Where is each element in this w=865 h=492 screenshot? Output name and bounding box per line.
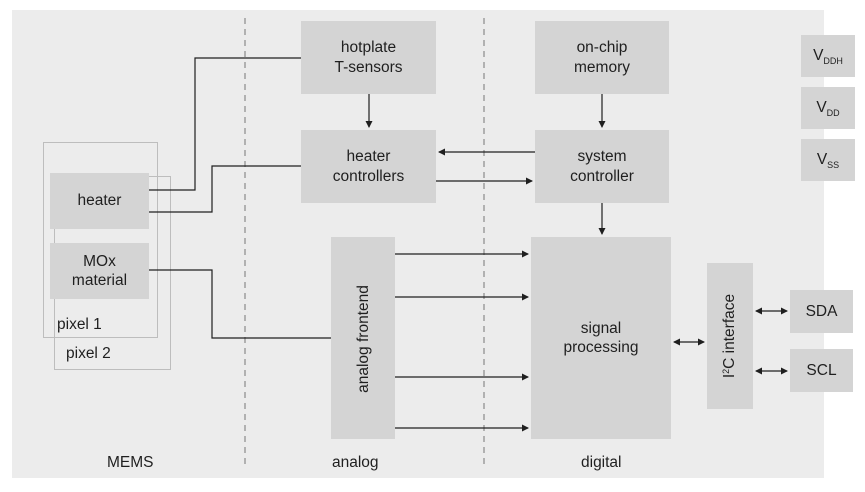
heater-block: heater xyxy=(50,173,149,229)
signal-processing-block: signal processing xyxy=(531,237,671,439)
vddh-pin: VDDH xyxy=(801,35,855,77)
heater-label: heater xyxy=(77,192,122,210)
vddh-label: VDDH xyxy=(813,47,843,67)
section-label-digital: digital xyxy=(581,454,622,471)
vdd-pin: VDD xyxy=(801,87,855,129)
hotplate-sensors-block: hotplate T-sensors xyxy=(301,21,436,94)
mox-material-block: MOx material xyxy=(50,243,149,299)
i2c-interface-block xyxy=(707,263,753,409)
section-label-analog: analog xyxy=(332,454,379,471)
scl-pin: SCL xyxy=(790,349,853,392)
pixel-2-label: pixel 2 xyxy=(66,345,111,362)
heater-controllers-label: heater controllers xyxy=(332,148,405,185)
mox-material-label: MOx material xyxy=(71,252,128,289)
pixel-1-outline xyxy=(43,142,158,338)
wire-mox-to-frontend xyxy=(149,269,331,339)
system-controller-label: system controller xyxy=(570,148,634,185)
wire-heater-to-sensors xyxy=(149,57,301,191)
vss-pin: VSS xyxy=(801,139,855,181)
signal-processing-label: signal processing xyxy=(563,319,639,356)
analog-frontend-block xyxy=(331,237,395,439)
on-chip-memory-block: on-chip memory xyxy=(535,21,669,94)
system-controller-block: system controller xyxy=(535,130,669,203)
heater-controllers-block: heater controllers xyxy=(301,130,436,203)
on-chip-memory-label: on-chip memory xyxy=(574,39,630,76)
pixel-1-label: pixel 1 xyxy=(57,316,102,333)
sda-label: SDA xyxy=(805,302,838,320)
scl-label: SCL xyxy=(806,361,837,379)
vss-label: VSS xyxy=(816,151,840,171)
vdd-label: VDD xyxy=(816,99,840,119)
hotplate-sensors-label: hotplate T-sensors xyxy=(334,39,403,76)
wire-heater-to-controllers xyxy=(149,165,301,213)
sda-pin: SDA xyxy=(790,290,853,333)
section-label-mems: MEMS xyxy=(107,454,154,471)
